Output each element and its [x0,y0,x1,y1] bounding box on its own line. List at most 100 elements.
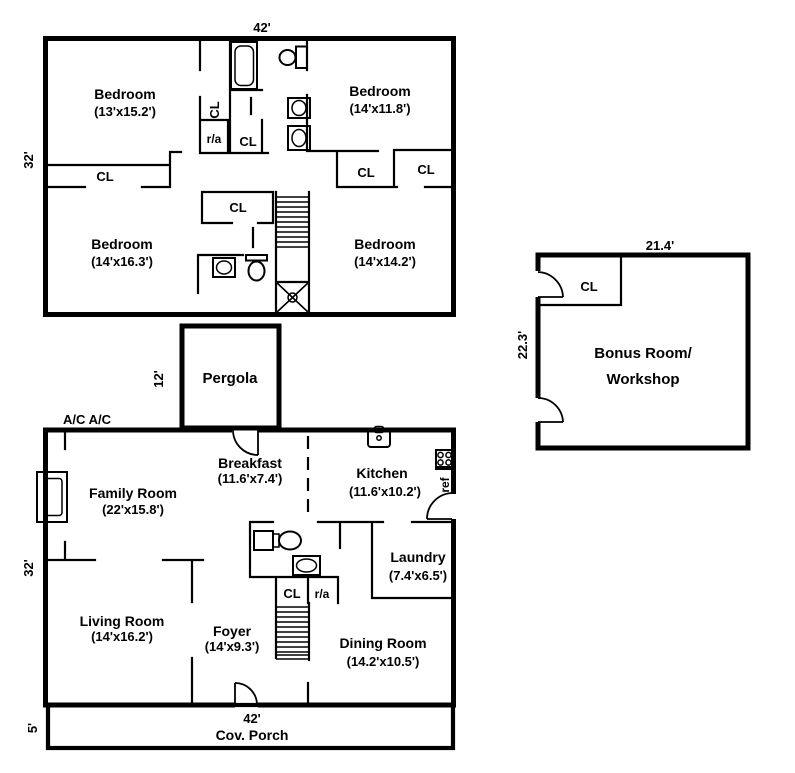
upper-mid-closet-label: CL [229,200,246,215]
main-stairs [276,606,309,660]
upper-right-closet2-label: CL [417,162,434,177]
upper-stairs-treads [276,196,309,248]
kitchen-name: Kitchen [356,465,407,481]
chimney-flue-icon [287,292,298,303]
stove-edge [436,466,453,470]
bonus-closet-label: CL [580,279,597,294]
breakfast-name: Breakfast [218,455,282,471]
sink-icon-upper-1 [287,97,311,119]
family-room-name: Family Room [89,485,177,501]
main-return-air-label: r/a [315,587,330,601]
bathtub-surround [230,41,258,90]
sink-counter [287,125,311,151]
bonus-door-top [537,271,564,298]
upper-stairs [276,196,309,248]
sink-icon-half-bath [292,555,321,576]
sink-basin [291,128,307,148]
living-room-dims: (14'x16.2') [91,629,153,644]
family-room-dims: (22'x15.8') [102,502,164,517]
porch-width-label: 42' [243,711,261,726]
door-arc [232,429,259,456]
foyer-dims: (14'x9.3') [205,639,260,654]
laundry-name: Laundry [390,549,445,565]
toilet-tank [295,45,308,69]
living-room-name: Living Room [80,613,165,629]
door-arc [537,397,564,423]
sink-icon-upper-2 [287,125,311,151]
upper-bath-closet-label: CL [239,134,256,149]
toilet-bowl [278,530,302,551]
toilet-icon-hall-bath [245,254,268,282]
bedroom2-dims: (14'x11.8') [349,101,410,116]
pergola-name: Pergola [202,370,258,387]
door-arc [537,271,564,298]
upper-height-label: 32' [21,151,36,169]
bonus-outer-wall [535,252,751,451]
front-door [234,682,258,706]
toilet-icon-upper-bath [278,45,308,69]
bedroom2-name: Bedroom [349,83,410,99]
sink-counter [292,555,321,576]
fireplace-box [43,477,63,517]
foyer-name: Foyer [213,623,252,639]
door-arc [426,492,454,520]
stove-icon [435,449,454,470]
sink-basin [295,558,318,573]
stove-burner [437,459,444,466]
upper-floor-outer-wall [43,36,456,317]
porch-depth-label: 5' [25,723,40,733]
main-height-label: 32' [21,559,36,577]
main-stairs-treads [276,606,309,660]
stove-burner [445,451,452,459]
bonus-room: 21.4' 22.3' CL Bonus Room/ Workshop [515,238,751,451]
kitchen-sink-icon [367,425,391,448]
door-arc [234,682,258,706]
toilet-tank [253,530,274,551]
sink-basin [215,260,233,275]
bedroom1-name: Bedroom [94,86,155,102]
dining-room-name: Dining Room [339,635,426,651]
chimney-x-box [275,281,310,314]
toilet-tank [245,254,268,262]
bedroom3-dims: (14'x16.3') [91,254,153,269]
stove-burner [437,451,444,459]
upper-floor: 42' 32' Bedroom (13'x15.2') Bedroom (14'… [21,20,456,317]
fireplace-surround [36,471,68,523]
bonus-room-name-line2: Workshop [606,371,679,388]
dining-room-dims: (14.2'x10.5') [347,654,420,669]
sink-basin [367,429,391,448]
main-floor: A/C A/C 32' Family Room (22'x15.8') Brea… [21,412,456,708]
refrigerator-label: ref [438,476,452,492]
upper-left-closet-label: CL [96,169,113,184]
porch-outline [45,702,456,751]
main-closet-label: CL [283,586,300,601]
bedroom1-dims: (13'x15.2') [94,104,156,119]
main-outer-wall-left [43,427,235,708]
porch-name: Cov. Porch [216,727,289,743]
sink-basin [291,99,307,117]
toilet-icon-half-bath [253,530,302,551]
kitchen-exterior-door [426,492,454,520]
bonus-height-label: 22.3' [515,331,530,359]
chimney-diagonals [275,281,310,314]
bonus-room-name-line1: Bonus Room/ [594,345,692,362]
main-outer-wall-right-top [258,427,456,494]
kitchen-dims: (11.6'x10.2') [349,484,421,499]
upper-width-label: 42' [253,20,271,35]
stove-burner [445,459,452,466]
sink-counter [212,257,236,278]
upper-return-air-label: r/a [207,132,222,146]
pergola: Pergola 12' [151,323,282,431]
ac-units-label: A/C A/C [63,412,112,427]
bathtub-basin [234,45,255,87]
covered-porch: 42' Cov. Porch 5' [25,702,456,751]
sink-drain [376,435,382,441]
upper-right-closet1-label: CL [357,165,374,180]
bonus-closet-walls [536,253,623,307]
bedroom4-name: Bedroom [354,236,415,252]
breakfast-door [232,429,259,456]
sink-icon-hall-bath [212,257,236,278]
bedroom4-dims: (14'x14.2') [354,254,416,269]
